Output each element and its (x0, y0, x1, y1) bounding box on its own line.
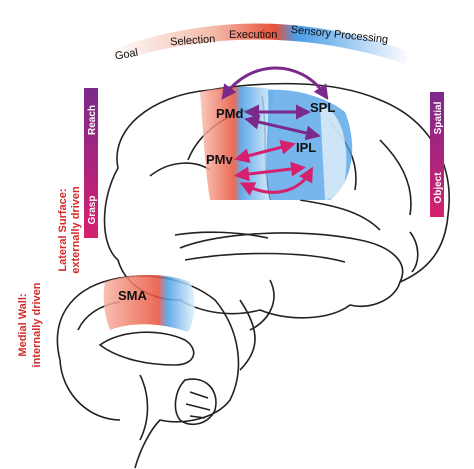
lateral-surface-subtitle: externally driven (70, 186, 82, 274)
label-reach: Reach (87, 105, 98, 135)
grasp-reach-bar (84, 88, 98, 238)
banner-selection: Selection (170, 33, 216, 48)
lateral-surface-title: Lateral Surface: (57, 188, 69, 271)
banner-execution: Execution (229, 29, 277, 41)
medial-brain (56, 275, 240, 469)
medial-wall-label: Medial Wall: internally driven (17, 282, 43, 367)
medial-wall-subtitle: internally driven (31, 282, 43, 367)
process-banner (110, 23, 410, 64)
label-pmd: PMd (216, 106, 244, 121)
arrow-pmd-ipl (244, 114, 321, 141)
frontal-region (200, 86, 275, 200)
arrow-pmv-ipl-curve (239, 166, 313, 196)
label-grasp: Grasp (87, 196, 98, 225)
object-spatial-bar (430, 92, 444, 217)
arrow-pmd-spl-arc (221, 66, 329, 100)
label-object: Object (433, 172, 444, 204)
medial-wall-title: Medial Wall: (17, 293, 29, 356)
arrow-pmv-ipl (234, 140, 296, 163)
label-spl: SPL (310, 100, 335, 115)
label-sma: SMA (118, 288, 148, 303)
parietal-fade (320, 105, 347, 200)
label-spatial: Spatial (433, 101, 444, 134)
lateral-surface-label: Lateral Surface: externally driven (57, 186, 82, 274)
label-ipl: IPL (296, 140, 316, 155)
banner-goal: Goal (114, 47, 139, 63)
label-pmv: PMv (206, 152, 234, 167)
medial-region (103, 274, 195, 332)
